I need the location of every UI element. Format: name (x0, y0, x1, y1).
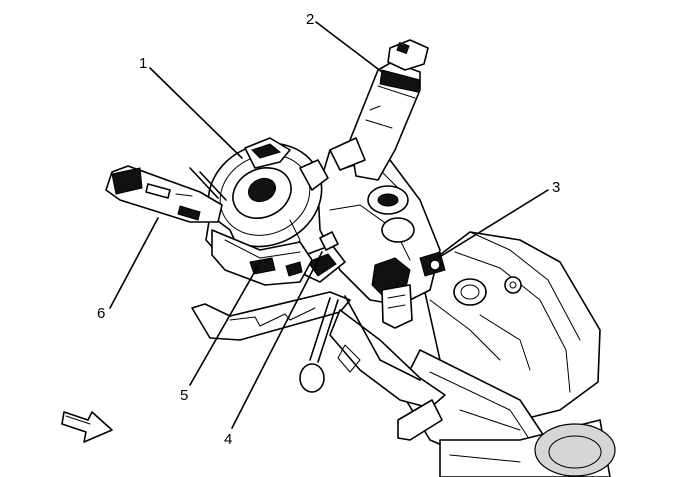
front-direction-arrow-icon (61, 411, 113, 443)
leader-line-4 (231, 251, 323, 429)
leader-line-2 (315, 21, 383, 73)
callout-4: 4 (224, 431, 232, 448)
turn-signal-lever (105, 165, 227, 223)
tilt-lever (191, 291, 446, 441)
callout-2: 2 (306, 11, 314, 28)
wiper-switch-lever (329, 39, 429, 181)
callout-5: 5 (180, 387, 188, 404)
callout-6: 6 (97, 305, 105, 322)
callout-3: 3 (552, 179, 560, 196)
leader-line-6 (109, 217, 159, 309)
leader-line-1 (149, 67, 243, 159)
wiring-connector (304, 231, 346, 283)
clockspring-coil (205, 137, 329, 259)
leader-line-5 (189, 265, 259, 386)
ignition-housing (317, 139, 446, 329)
callout-1: 1 (139, 55, 147, 72)
leader-line-3 (437, 189, 549, 259)
release-rod (299, 295, 421, 393)
callout-leaders (109, 21, 549, 429)
callout-labels: 1 2 3 4 5 6 (97, 11, 560, 448)
